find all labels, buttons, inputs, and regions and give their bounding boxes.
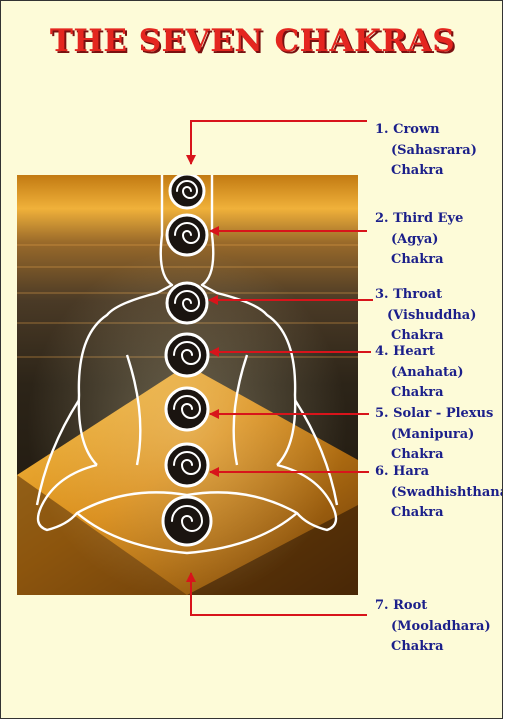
label-line: Chakra (391, 385, 444, 400)
solar-plexus-chakra-icon (164, 386, 210, 432)
label-line: (Mooladhara) (391, 618, 491, 634)
label-solar-plexus: 5. Solar - Plexus (Manipura) Chakra (375, 404, 493, 466)
label-line: Chakra (391, 505, 444, 520)
meditating-figure-illustration (17, 175, 358, 595)
chakra-circles (161, 175, 213, 547)
label-heart: 4. Heart (Anahata) Chakra (375, 342, 464, 404)
label-line: (Swadhishthana) (391, 484, 503, 500)
label-line: Chakra (391, 328, 444, 343)
label-line: 4. Heart (375, 344, 435, 359)
label-line: (Anahata) (391, 364, 464, 380)
label-line: (Agya) (391, 231, 439, 247)
crown-chakra-icon (168, 175, 206, 210)
label-hara: 6. Hara (Swadhishthana) Chakra (375, 462, 503, 524)
label-line: 3. Throat (375, 287, 443, 302)
crown-arrow (186, 120, 367, 165)
label-line: 7. Root (375, 598, 428, 613)
heart-chakra-icon (164, 332, 210, 378)
label-line: 2. Third Eye (375, 211, 464, 226)
label-throat: 3. Throat (Vishuddha) Chakra (375, 285, 476, 347)
label-line: (Sahasrara) (391, 142, 477, 158)
label-crown: 1. Crown (Sahasrara) Chakra (375, 120, 477, 182)
label-line: Chakra (391, 639, 444, 654)
label-line: Chakra (391, 163, 444, 178)
label-line: 1. Crown (375, 122, 440, 137)
label-root: 7. Root (Mooladhara) Chakra (375, 596, 491, 658)
throat-chakra-icon (165, 281, 209, 325)
root-chakra-icon (161, 495, 213, 547)
hara-chakra-icon (164, 442, 210, 488)
label-line: 5. Solar - Plexus (375, 406, 494, 421)
root-arrow (186, 572, 367, 616)
meditating-figure-outline (35, 175, 339, 555)
label-line: Chakra (391, 252, 444, 267)
label-line: (Vishuddha) (387, 307, 477, 323)
label-line: 6. Hara (375, 464, 430, 479)
label-line: Chakra (391, 447, 444, 462)
page-title: THE SEVEN CHAKRAS (49, 23, 456, 59)
third-eye-chakra-icon (165, 213, 209, 257)
label-third-eye: 2. Third Eye (Agya) Chakra (375, 209, 463, 271)
label-line: (Manipura) (391, 426, 475, 442)
